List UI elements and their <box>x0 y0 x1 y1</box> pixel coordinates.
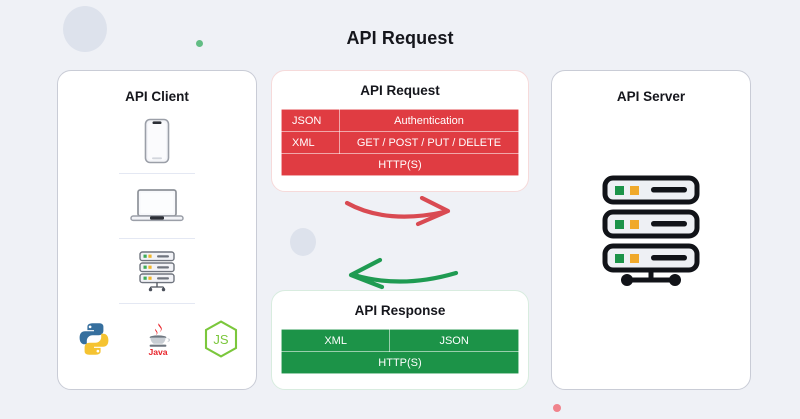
api-client-title: API Client <box>125 89 189 104</box>
client-device-stack: Java JS <box>58 118 256 358</box>
svg-text:JS: JS <box>213 332 229 347</box>
api-server-title: API Server <box>616 89 686 104</box>
request-value-methods: GET / POST / PUT / DELETE <box>339 131 519 154</box>
decorative-circle-medium <box>290 228 316 256</box>
request-protocol: HTTP(S) <box>281 153 519 176</box>
request-format-json: JSON <box>281 109 340 132</box>
laptop-icon <box>130 183 184 229</box>
python-logo <box>76 321 112 357</box>
response-arrow <box>348 257 459 290</box>
table-row: HTTP(S) <box>281 351 519 374</box>
client-divider-2 <box>119 238 195 239</box>
client-divider-1 <box>119 173 195 174</box>
decorative-dot-pink <box>553 404 561 412</box>
api-request-spec-table: JSON Authentication XML GET / POST / PUT… <box>281 109 519 176</box>
api-response-spec-table: XML JSON HTTP(S) <box>280 329 519 374</box>
response-format-json: JSON <box>389 329 519 352</box>
nodejs-logo: JS <box>204 320 238 358</box>
table-row: HTTP(S) <box>281 153 519 176</box>
response-protocol: HTTP(S) <box>281 351 519 374</box>
table-row: XML GET / POST / PUT / DELETE <box>281 131 519 154</box>
api-request-card-title: API Request <box>360 83 440 98</box>
api-server-panel: API Server <box>551 70 751 390</box>
client-divider-3 <box>119 303 195 304</box>
api-response-card-title: API Response <box>354 303 446 318</box>
table-row: XML JSON <box>280 329 519 352</box>
mobile-phone-icon <box>144 118 170 164</box>
client-language-row: Java JS <box>76 320 238 358</box>
java-logo: Java <box>142 322 174 356</box>
api-response-card: API Response XML JSON HTTP(S) <box>271 290 529 390</box>
api-client-panel: API Client <box>57 70 257 390</box>
request-value-authentication: Authentication <box>339 109 519 132</box>
request-format-xml: XML <box>281 131 340 154</box>
svg-text:Java: Java <box>148 347 167 356</box>
server-rack-icon <box>135 248 179 294</box>
request-arrow <box>344 196 451 227</box>
response-format-xml: XML <box>280 329 391 352</box>
api-request-card: API Request JSON Authentication XML GET … <box>271 70 529 192</box>
page-title: API Request <box>346 28 454 48</box>
table-row: JSON Authentication <box>281 109 519 132</box>
server-rack-icon <box>552 172 750 288</box>
